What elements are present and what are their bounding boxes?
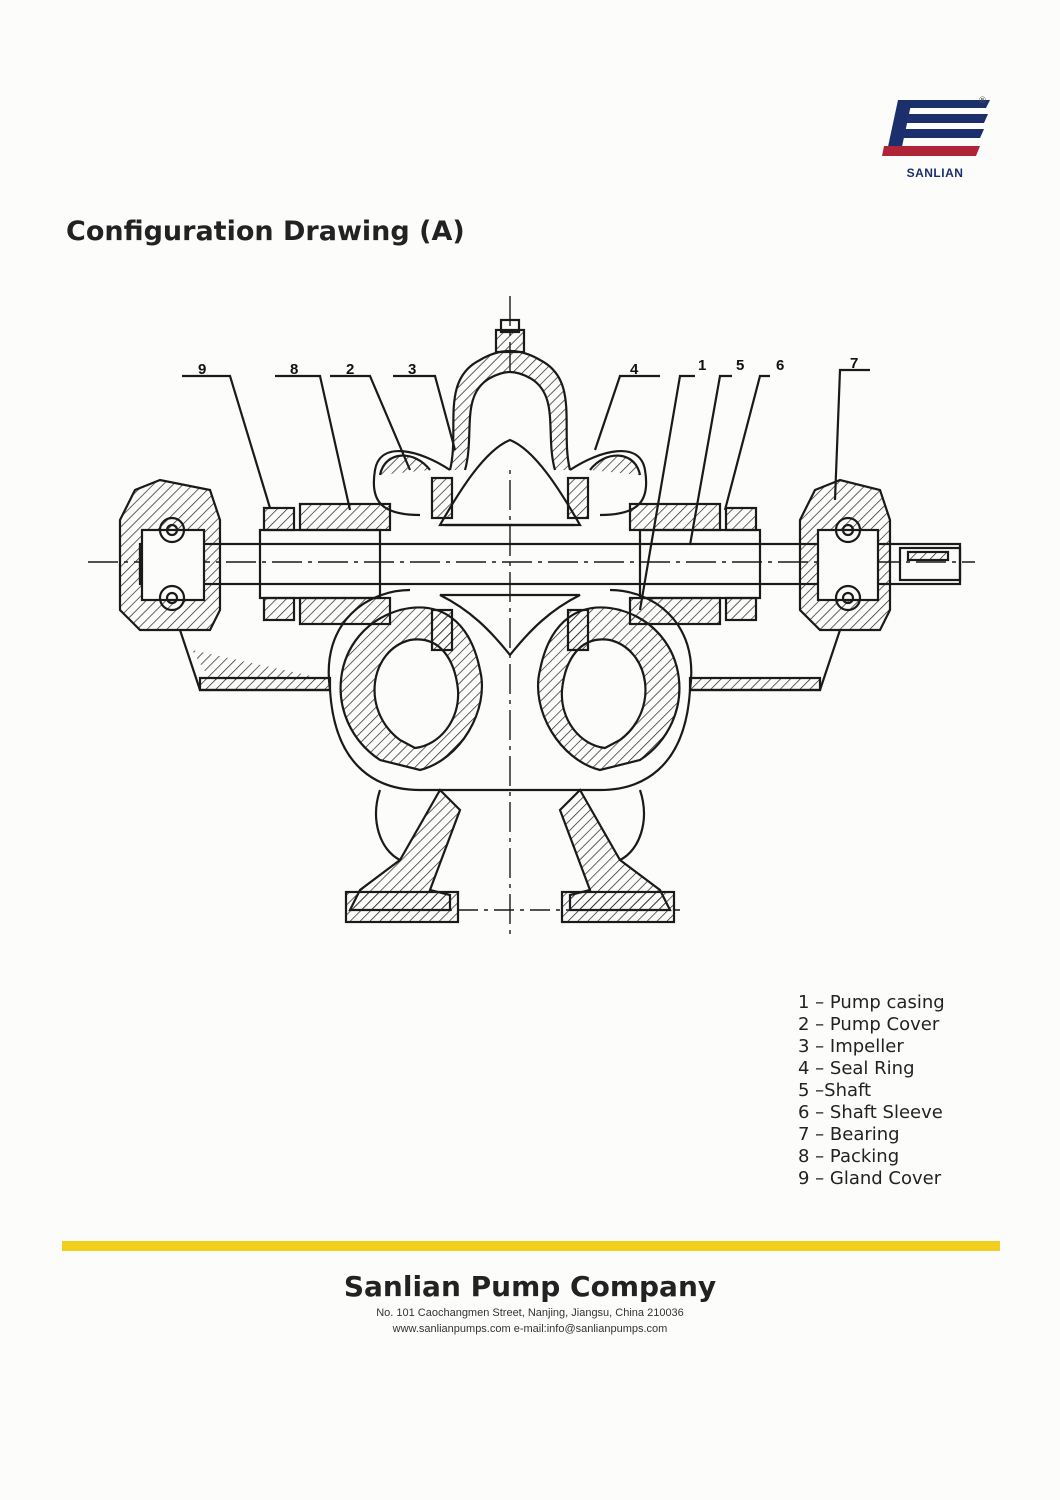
company-contact: www.sanlianpumps.com e-mail:info@sanlian… [392,1323,668,1335]
registered-mark: ® [978,96,987,106]
legend-item: 2 – Pump Cover [798,1014,940,1035]
legend-item: 9 – Gland Cover [798,1168,942,1189]
legend-item: 1 – Pump casing [798,992,945,1013]
logo-text: SANLIAN [906,166,964,180]
legend-item: 6 – Shaft Sleeve [798,1102,943,1123]
legend-item: 3 – Impeller [798,1036,904,1057]
footer-rule [62,1241,1000,1251]
callout-1: 1 [698,357,706,374]
legend-item: 5 –Shaft [798,1080,872,1101]
callout-7: 7 [850,355,858,372]
callout-5: 5 [736,357,744,374]
callout-2: 2 [346,361,354,378]
sanlian-logo-mark-icon [882,100,990,156]
pump-configuration-drawing: 9 8 2 3 4 1 5 6 7 [88,296,975,940]
callout-8: 8 [290,361,298,378]
callout-6: 6 [776,357,784,374]
callout-9: 9 [198,361,206,378]
legend-item: 7 – Bearing [798,1124,900,1145]
company-address: No. 101 Caochangmen Street, Nanjing, Jia… [376,1307,684,1319]
sanlian-logo: ® SANLIAN [880,96,1000,186]
callout-3: 3 [408,361,416,378]
legend-item: 4 – Seal Ring [798,1058,915,1079]
parts-legend: 1 – Pump casing 2 – Pump Cover 3 – Impel… [798,992,945,1190]
company-name: Sanlian Pump Company [343,1270,717,1303]
callout-4: 4 [630,361,639,378]
legend-item: 8 – Packing [798,1146,900,1167]
page-title: Configuration Drawing (A) [66,216,465,247]
